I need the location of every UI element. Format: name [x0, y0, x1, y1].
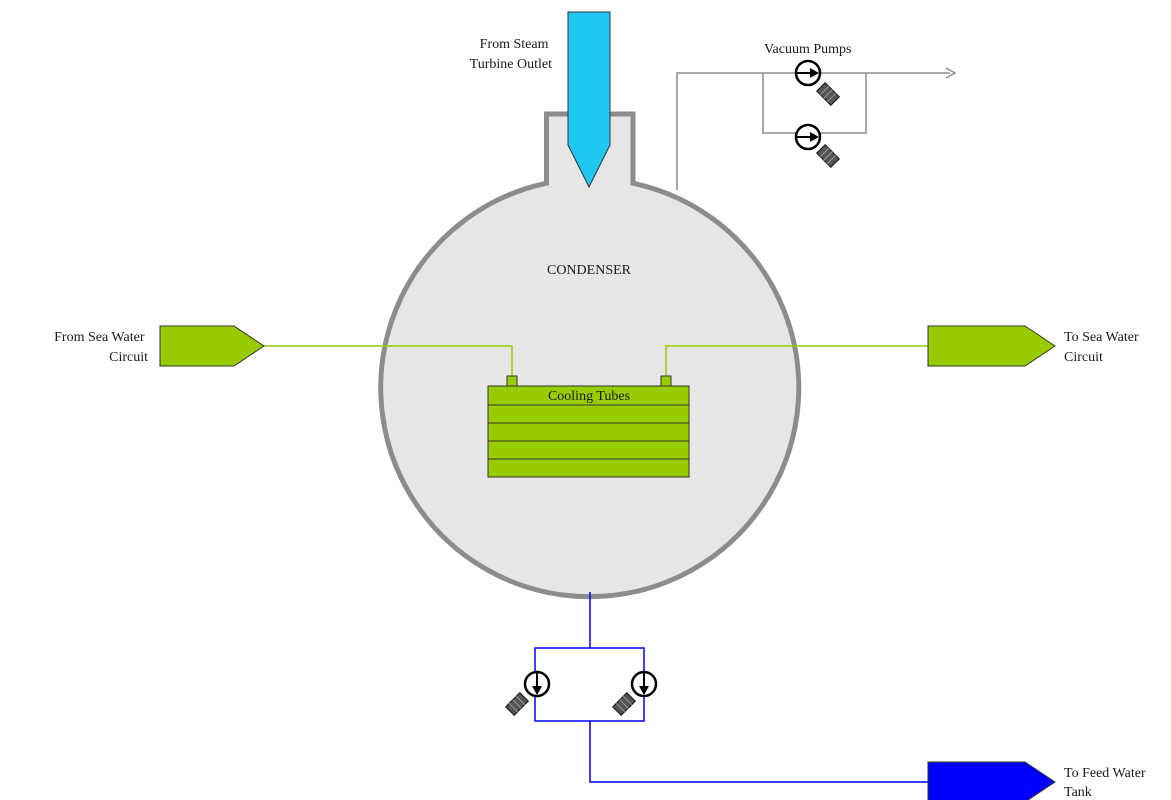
vacuum-pump-2-motor-icon — [815, 143, 841, 169]
condenser-shell — [378, 111, 802, 600]
condensate-pump-2-motor-icon — [611, 691, 637, 717]
vacuum-pump-2-icon[interactable] — [794, 123, 841, 169]
cooling-tubes-label: Cooling Tubes — [548, 389, 630, 404]
sea-water-outlet-label: To Sea Water Circuit — [1064, 330, 1142, 365]
vacuum-outlet-arrowhead-icon — [945, 67, 957, 79]
vacuum-pumps-label: Vacuum Pumps — [764, 42, 852, 57]
sea-water-inlet-symbol — [159, 325, 265, 367]
vacuum-pump-1-motor-icon — [815, 81, 841, 107]
condenser-label: CONDENSER — [547, 263, 632, 278]
sea-water-lines — [263, 345, 928, 378]
sea-water-outlet-symbol — [927, 325, 1056, 367]
condensate-pump-2-icon[interactable] — [611, 670, 658, 717]
condensate-line — [534, 592, 928, 783]
vacuum-pump-1-icon[interactable] — [794, 59, 841, 107]
steam-inlet-label: From Steam Turbine Outlet — [470, 37, 552, 72]
sea-water-inlet-label: From Sea Water Circuit — [54, 330, 148, 365]
condensate-pump-1-motor-icon — [504, 691, 530, 717]
steam-inlet-pipe — [567, 11, 611, 189]
cooling-tubes-bank — [487, 375, 690, 478]
condensate-pump-1-icon[interactable] — [504, 670, 551, 717]
feed-water-outlet-symbol — [927, 761, 1056, 800]
feed-water-label: To Feed Water Tank — [1064, 766, 1149, 800]
